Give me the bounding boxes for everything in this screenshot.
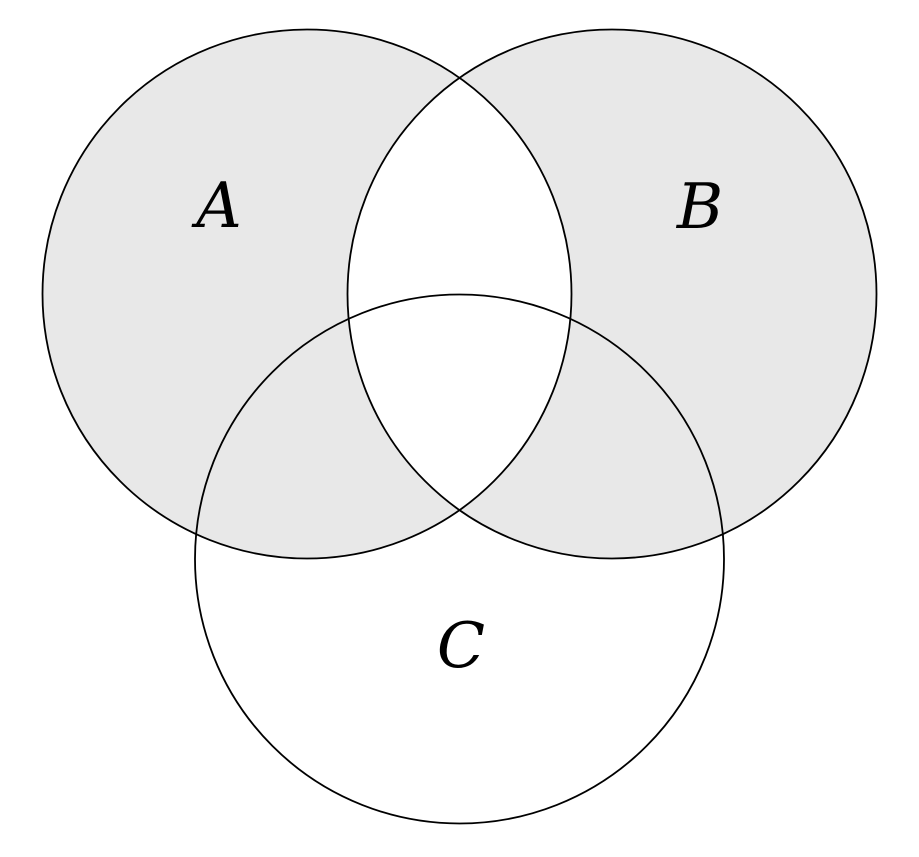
set-c-label: C	[437, 609, 485, 682]
set-a-outline	[41, 28, 573, 560]
a-intersect-b-white-overlay	[347, 29, 572, 559]
set-b-outline	[346, 28, 878, 560]
set-a-label: A	[191, 169, 242, 242]
set-c-outline	[194, 293, 725, 825]
set-b-label: B	[676, 170, 723, 243]
